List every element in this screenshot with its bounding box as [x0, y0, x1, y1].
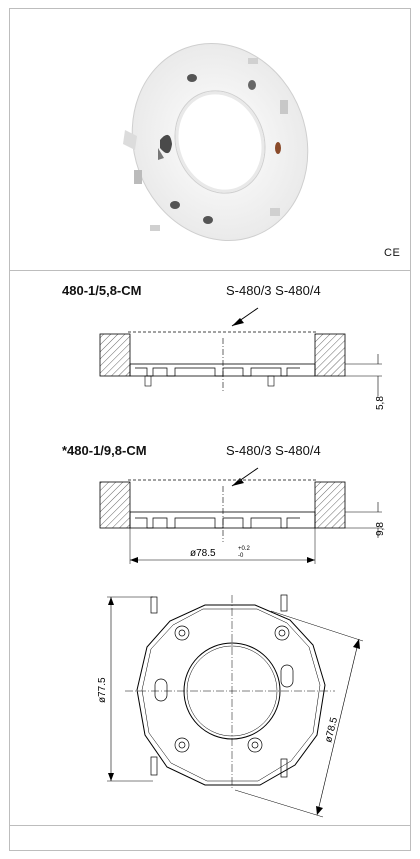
- tolerance-upper: +0.2: [238, 546, 251, 552]
- datasheet-frame: [9, 8, 411, 851]
- product-photo: [123, 43, 309, 241]
- compatible-codes-1: S-480/3 S-480/4: [226, 283, 321, 298]
- top-view-drawing: ø77.5 ø78.5: [97, 594, 364, 818]
- section-drawing-1: 5,8: [99, 307, 386, 410]
- divider-2: [9, 825, 411, 826]
- diameter-diagonal-dimension: ø78.5: [323, 716, 340, 744]
- model-label-2: *480-1/9,8-CM: [62, 443, 147, 458]
- height-dimension-2: 9,8: [375, 522, 386, 536]
- ce-mark: CE: [384, 247, 401, 259]
- height-dimension-1: 5,8: [375, 396, 386, 410]
- diameter-left-dimension: ø77.5: [97, 677, 108, 703]
- divider-1: [9, 270, 411, 271]
- tolerance-lower: -0: [238, 553, 244, 559]
- section-drawing-2: 9,8 ø78.5 +0.2 -0: [99, 467, 386, 564]
- diameter-dimension: ø78.5: [190, 548, 216, 559]
- compatible-codes-2: S-480/3 S-480/4: [226, 443, 321, 458]
- model-label-1: 480-1/5,8-CM: [62, 283, 142, 298]
